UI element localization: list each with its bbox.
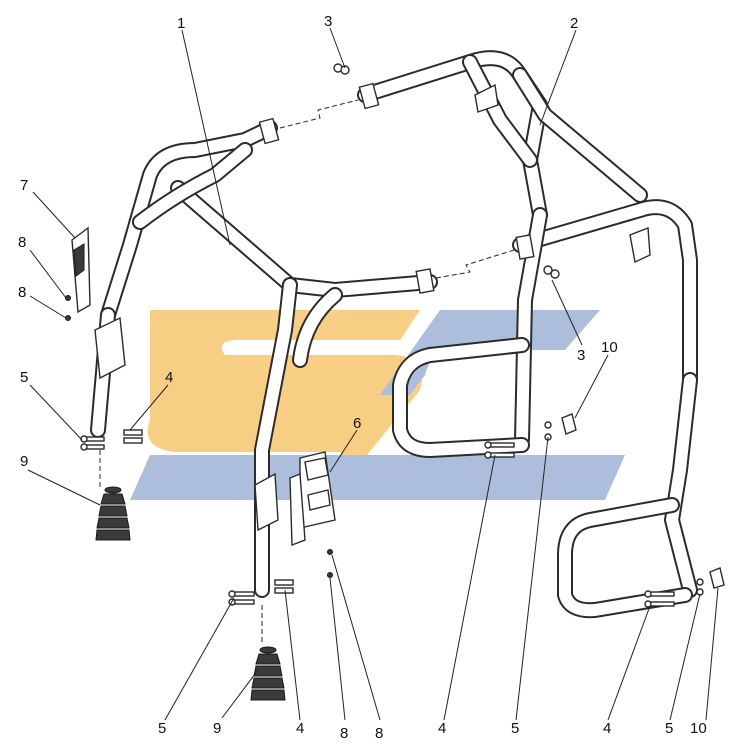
callout-10-bottom: 10 xyxy=(690,720,707,737)
callout-9-bottom: 9 xyxy=(213,720,221,737)
callout-8-lower: 8 xyxy=(18,284,26,301)
right-mount-plate xyxy=(254,451,336,578)
callout-5-bottom-2: 5 xyxy=(511,720,519,737)
callout-4-bottom-2: 4 xyxy=(438,720,446,737)
callout-7: 7 xyxy=(20,177,28,194)
callout-3-mid: 3 xyxy=(577,347,585,364)
left-mount-plate xyxy=(65,226,126,380)
callout-8-bottom-1: 8 xyxy=(340,725,348,742)
logo-blue-lower xyxy=(130,455,625,500)
watermark-logo xyxy=(130,310,625,500)
callout-1: 1 xyxy=(177,15,185,32)
logo-blue-upper xyxy=(380,310,600,395)
callout-2: 2 xyxy=(570,15,578,32)
callout-4-bottom-3: 4 xyxy=(603,720,611,737)
rubber-bellows xyxy=(95,450,286,701)
logo-orange-shape xyxy=(140,310,423,500)
callout-4-bottom-1: 4 xyxy=(296,720,304,737)
rear-mount-brackets xyxy=(474,83,651,264)
roof-joint-sleeves xyxy=(258,82,535,294)
callout-3-top: 3 xyxy=(324,13,332,30)
callout-5-bottom-3: 5 xyxy=(665,720,673,737)
callout-5-bottom-1: 5 xyxy=(158,720,166,737)
callout-10-mid: 10 xyxy=(601,339,618,356)
callout-6: 6 xyxy=(353,415,361,432)
callout-5-left: 5 xyxy=(20,369,28,386)
callout-9-left: 9 xyxy=(20,453,28,470)
leader-lines xyxy=(27,27,719,721)
callout-8-bottom-2: 8 xyxy=(375,725,383,742)
callout-labels: 1 2 3 3 7 8 8 5 4 9 6 10 5 9 4 8 8 4 5 4… xyxy=(18,13,707,742)
callout-4-left: 4 xyxy=(165,369,173,386)
callout-8-upper: 8 xyxy=(18,234,26,251)
bolts-and-nuts xyxy=(80,63,725,608)
